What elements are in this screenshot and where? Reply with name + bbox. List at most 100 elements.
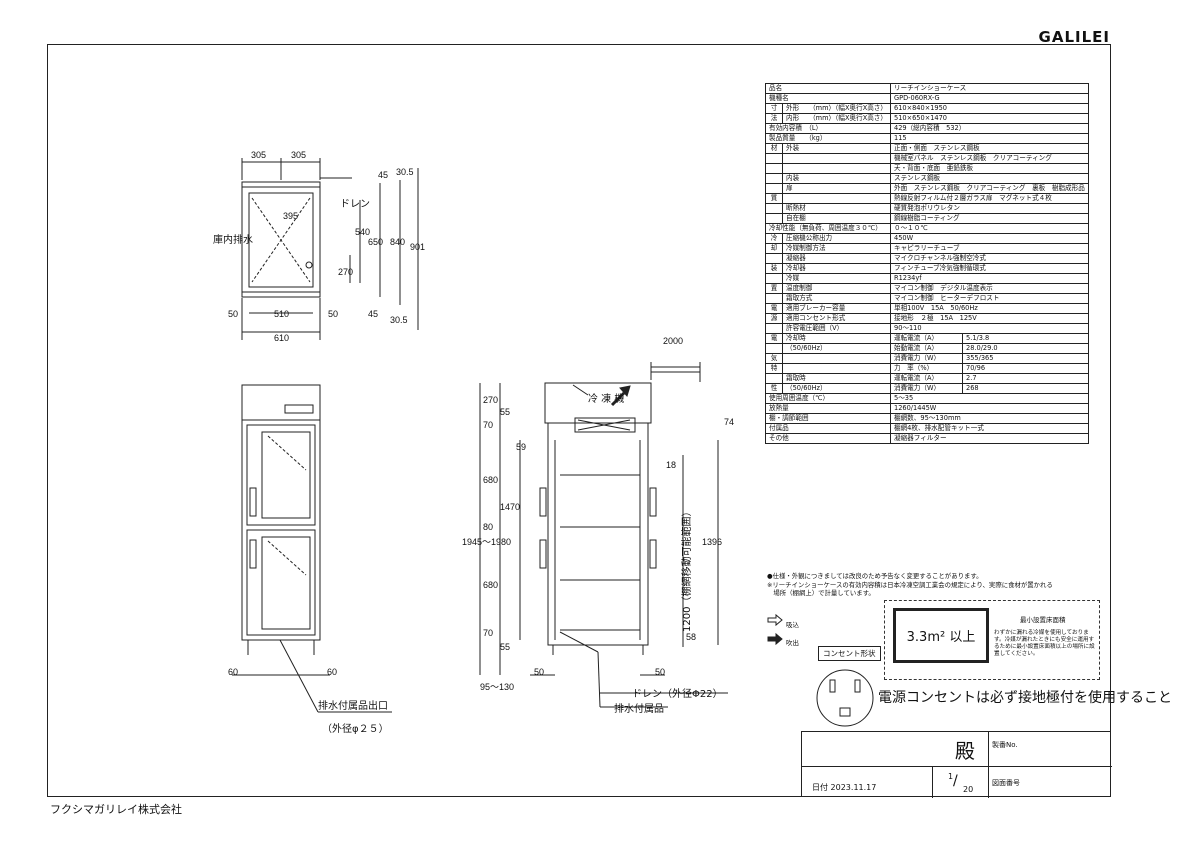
dim-680a: 680 — [483, 475, 498, 485]
spec-cell: 429（総内容積 532） — [890, 123, 1089, 134]
spec-cell: 始動電流（A） — [889, 343, 964, 354]
spec-row: 自在棚鋼線樹脂コーティング — [765, 213, 1089, 224]
dim-45b: 45 — [368, 309, 378, 319]
note-line: ※リーチインショーケースの有効内容積は日本冷凍空調工業会の規定により、実際に食材… — [767, 580, 1053, 589]
spec-cell: 性 — [765, 383, 783, 394]
dim-59: 59 — [516, 442, 526, 452]
side-view-body — [547, 422, 649, 646]
spec-cell: 自在棚 — [782, 213, 891, 224]
label-drain-outer: ドレン（外径Φ22） — [632, 687, 723, 700]
spec-row: 天・背面・底面 亜鉛鉄板 — [765, 163, 1089, 174]
scale-numerator: 1 — [948, 772, 954, 781]
outlet-shape-label: コンセント形状 — [818, 646, 881, 661]
spec-cell: 510×650×1470 — [890, 113, 1089, 124]
spec-row: 霜取時運転電流（A）2.7 — [765, 373, 1089, 384]
addressee-suffix: 殿 — [955, 739, 975, 763]
dim-1945: 1945～1980 — [462, 537, 511, 547]
spec-cell: 付属品 — [765, 423, 891, 434]
spec-cell — [765, 373, 783, 384]
spec-cell: 寸 — [765, 103, 783, 114]
spec-row: 置温度制御マイコン制御 デジタル温度表示 — [765, 283, 1089, 294]
legend-exhaust: 吹出 — [786, 639, 799, 647]
spec-cell: 450W — [890, 233, 1089, 244]
dim-60a: 60 — [228, 667, 238, 677]
spec-cell: 接地形 ２極 15A 125V — [890, 313, 1089, 324]
spec-cell: 冷媒 — [782, 273, 891, 284]
spec-cell: ０～１０℃ — [890, 223, 1089, 234]
spec-cell: 適用コンセント形式 — [782, 313, 891, 324]
spec-cell — [782, 193, 891, 204]
front-view-body — [241, 384, 321, 641]
spec-row: 凝縮器マイクロチャンネル強制空冷式 — [765, 253, 1089, 264]
brand-logo: GALILEI — [1038, 28, 1110, 46]
spec-cell: フィンチューブ冷気強制循環式 — [890, 263, 1089, 274]
spec-cell: 70/96 — [962, 363, 1089, 374]
label-accessory: 排水付属品 — [614, 702, 664, 715]
notes: ●仕様・外観につきましては改良のため予告なく変更することがあります。 ※リーチイ… — [767, 572, 1053, 598]
spec-cell: リーチインショーケース — [890, 83, 1089, 94]
spec-cell: 消費電力（W） — [889, 383, 964, 394]
spec-row: 有効内容積 （L）429（総内容積 532） — [765, 123, 1089, 134]
spec-cell: 5～35 — [890, 393, 1089, 404]
spec-cell: 運転電流（A） — [889, 333, 964, 344]
dim-2000: 2000 — [663, 336, 683, 346]
dim-610: 610 — [274, 333, 289, 343]
serial-label: 製番No. — [992, 741, 1018, 749]
spec-cell: 外面 ステンレス鋼板 クリアコーティング 裏板 樹脂成形品 — [890, 183, 1089, 194]
spec-row: 製品質量 （kg）115 — [765, 133, 1089, 144]
spec-cell: 断熱材 — [782, 203, 891, 214]
spec-cell: 鋼線樹脂コーティング — [890, 213, 1089, 224]
spec-cell: キャピラリーチューブ — [890, 243, 1089, 254]
spec-cell: 外形 （mm）（幅X奥行X高さ） — [782, 103, 891, 114]
dim-74: 74 — [724, 417, 734, 427]
spec-cell: 質 — [765, 193, 783, 204]
spec-row: 特力 率（%）70/96 — [765, 363, 1089, 374]
outlet-warning: 電源コンセントは必ず接地極付を使用すること — [878, 690, 1172, 706]
dim-45a: 45 — [378, 170, 388, 180]
spec-cell: 268 — [962, 383, 1089, 394]
spec-cell — [765, 163, 783, 174]
spec-cell: 却 — [765, 243, 783, 254]
spec-row: 寸外形 （mm）（幅X奥行X高さ）610×840×1950 — [765, 103, 1089, 114]
spec-cell — [765, 253, 783, 264]
spec-cell: 内形 （mm）（幅X奥行X高さ） — [782, 113, 891, 124]
spec-cell: 5.1/3.8 — [962, 333, 1089, 344]
min-area-box — [884, 600, 1100, 680]
spec-cell: 使用周囲温度（℃） — [765, 393, 891, 404]
scale-denominator: 20 — [963, 785, 974, 794]
spec-cell: 天・背面・底面 亜鉛鉄板 — [890, 163, 1089, 174]
spec-cell: 材 — [765, 143, 783, 154]
spec-cell: 法 — [765, 113, 783, 124]
spec-cell — [765, 293, 783, 304]
label-accessory-outlet: 排水付属品出口 — [318, 699, 388, 712]
spec-cell: ステンレス鋼板 — [890, 173, 1089, 184]
spec-row: 却冷媒制御方法キャピラリーチューブ — [765, 243, 1089, 254]
label-drain: ドレン — [340, 199, 370, 210]
min-area-value: 3.3m² 以上 — [893, 608, 989, 663]
spec-cell: 冷却器 — [782, 263, 891, 274]
dim-50c: 50 — [534, 667, 544, 677]
spec-cell: 霜取時 — [782, 373, 891, 384]
dim-1470: 1470 — [500, 502, 520, 512]
spec-row: 法内形 （mm）（幅X奥行X高さ）510×650×1470 — [765, 113, 1089, 124]
spec-cell: 2.7 — [962, 373, 1089, 384]
spec-cell: 90～110 — [890, 323, 1089, 334]
spec-cell: 源 — [765, 313, 783, 324]
label-shelf-range: 1200（棚網移動可能範囲） — [680, 507, 693, 632]
spec-row: 電適用ブレーカー容量単相100V 15A 50/60Hz — [765, 303, 1089, 314]
dim-50b: 50 — [328, 309, 338, 319]
spec-cell: 製品質量 （kg） — [765, 133, 891, 144]
spec-row: 棚・調節範囲棚網数、95～130mm — [765, 413, 1089, 424]
label-refrigerator: 冷 凍 機 — [588, 392, 624, 405]
spec-row: （50/60Hz）始動電流（A）28.0/29.0 — [765, 343, 1089, 354]
spec-row: 源適用コンセント形式接地形 ２極 15A 125V — [765, 313, 1089, 324]
dim-680b: 680 — [483, 580, 498, 590]
spec-cell: 電 — [765, 333, 783, 344]
spec-cell: 圧縮機公称出力 — [782, 233, 891, 244]
label-accessory-outlet-dia: （外径φ２５） — [322, 722, 389, 735]
spec-cell: 装 — [765, 263, 783, 274]
spec-cell: マイクロチャンネル強制空冷式 — [890, 253, 1089, 264]
